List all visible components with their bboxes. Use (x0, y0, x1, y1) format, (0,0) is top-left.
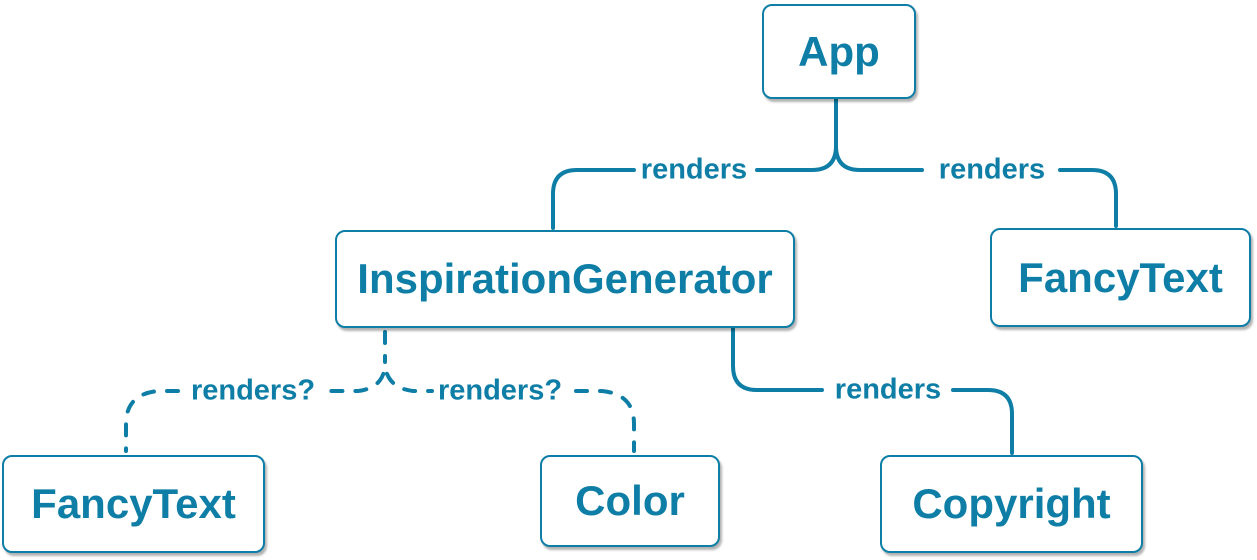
node-copyright-label: Copyright (912, 480, 1111, 527)
node-color: Color (540, 455, 720, 547)
edge-inspiration-generator-copyright-b (951, 388, 1014, 455)
edge-label-renders-question-left: renders? (190, 374, 316, 407)
node-color-label: Color (575, 477, 685, 524)
edge-label-renders-app-right: renders (938, 153, 1046, 186)
node-app: App (762, 4, 916, 99)
node-fancy-text-left-label: FancyText (31, 480, 236, 527)
node-fancy-text-right: FancyText (990, 228, 1251, 327)
edge-inspiration-generator-fancy-text-dashed (124, 364, 387, 453)
edge-inspiration-generator-color-dashed (383, 364, 636, 453)
node-app-label: App (798, 27, 880, 75)
edge-label-renders-copyright: renders (834, 373, 942, 406)
edge-app-inspiration-generator-a (755, 97, 838, 172)
node-fancy-text-left: FancyText (2, 455, 265, 553)
edge-app-fancy-text-b (1058, 168, 1118, 228)
node-copyright: Copyright (880, 455, 1143, 553)
edge-label-renders-app-left: renders (640, 153, 748, 186)
edge-app-inspiration-generator-b (551, 168, 636, 230)
node-inspiration-generator-label: InspirationGenerator (357, 255, 773, 302)
node-inspiration-generator: InspirationGenerator (335, 230, 795, 328)
edge-label-renders-question-right: renders? (437, 374, 563, 407)
edge-app-fancy-text-a (834, 97, 924, 172)
edge-inspiration-generator-copyright-a (731, 326, 824, 392)
node-fancy-text-right-label: FancyText (1018, 253, 1223, 301)
